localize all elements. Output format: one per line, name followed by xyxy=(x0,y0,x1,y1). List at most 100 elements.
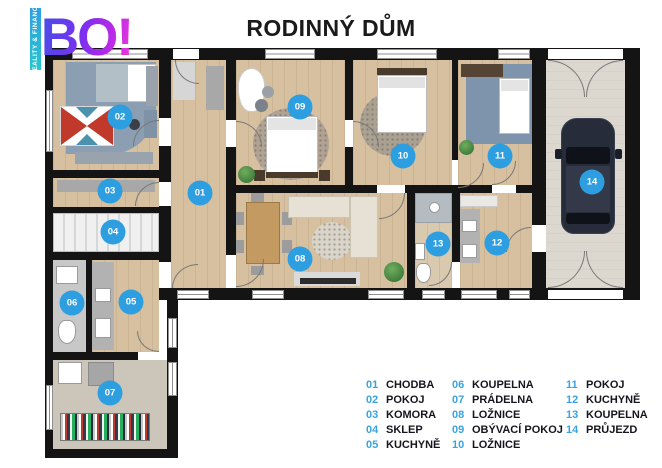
nightstand xyxy=(319,170,330,181)
window xyxy=(72,49,148,59)
room-badge-14: 14 xyxy=(579,169,605,195)
stove xyxy=(95,318,111,338)
drying-rack xyxy=(60,413,150,441)
garage-gate-opening xyxy=(548,290,623,299)
wall xyxy=(159,146,171,182)
round-rug xyxy=(312,222,352,260)
washing-machine xyxy=(58,362,82,384)
window xyxy=(498,49,530,59)
window xyxy=(177,290,209,299)
wall xyxy=(516,185,540,193)
wall xyxy=(53,352,138,360)
room-badge-01: 01 xyxy=(187,180,213,206)
bed-headboard xyxy=(377,68,427,75)
wall xyxy=(345,60,353,120)
sofa xyxy=(288,196,350,218)
room-badge-05: 05 xyxy=(118,289,144,315)
kitchen-cabinets xyxy=(460,195,498,207)
bed-pillows xyxy=(268,118,316,130)
plant xyxy=(459,140,474,155)
room-badge-10: 10 xyxy=(390,143,416,169)
room-badge-11: 11 xyxy=(487,143,513,169)
wall xyxy=(226,60,236,120)
play-mat xyxy=(60,106,114,146)
room-badge-04: 04 xyxy=(100,219,126,245)
window xyxy=(377,49,437,59)
page-title: RODINNÝ DŮM xyxy=(246,15,416,41)
chair xyxy=(282,240,292,253)
dining-table xyxy=(246,202,280,264)
wall xyxy=(236,185,377,193)
car-windshield xyxy=(566,147,610,164)
chair xyxy=(234,240,244,253)
sink xyxy=(56,266,78,284)
wall xyxy=(407,193,415,288)
wall xyxy=(159,206,171,262)
logo-tagline: REALITY & FINANCE xyxy=(31,1,39,77)
car-mirror-left xyxy=(555,149,562,159)
wall xyxy=(86,260,92,352)
dresser xyxy=(75,152,153,164)
room-badge-03: 03 xyxy=(97,178,123,204)
room-04-stairs xyxy=(53,213,159,252)
shower-head xyxy=(429,202,440,213)
wall xyxy=(345,147,353,185)
bed-pillows xyxy=(379,77,425,88)
wall xyxy=(405,185,492,193)
wall xyxy=(53,207,159,213)
sofa-corner xyxy=(350,196,378,258)
sink xyxy=(415,243,425,260)
car-rear-window xyxy=(566,213,610,224)
garage-gate-opening xyxy=(548,49,623,59)
wall xyxy=(452,193,460,262)
kitchen-sink xyxy=(95,288,111,302)
room-badge-07: 07 xyxy=(97,380,123,406)
window xyxy=(46,385,53,430)
armchair xyxy=(255,99,268,112)
teal-triangle-top xyxy=(76,107,98,118)
stove xyxy=(462,244,477,258)
plant xyxy=(384,262,404,282)
wall xyxy=(625,48,640,300)
wall xyxy=(452,60,458,160)
wall xyxy=(53,252,159,260)
wardrobe xyxy=(146,66,158,106)
toilet xyxy=(58,320,76,344)
room-badge-09: 09 xyxy=(287,94,313,120)
wall xyxy=(45,48,53,458)
room-badge-12: 12 xyxy=(484,230,510,256)
bed-pillow xyxy=(501,80,528,91)
wall xyxy=(45,449,178,458)
window xyxy=(368,290,404,299)
window xyxy=(168,362,177,396)
window xyxy=(168,318,177,348)
logo-text: BO! xyxy=(41,8,134,70)
plant xyxy=(238,166,255,183)
hall-closet xyxy=(206,66,224,110)
kitchen-sink xyxy=(462,220,477,232)
bed-blanket xyxy=(96,64,128,102)
entrance-opening xyxy=(173,49,199,59)
wall xyxy=(226,147,236,255)
teal-triangle-bottom xyxy=(76,134,98,145)
wall xyxy=(159,57,171,118)
side-table xyxy=(262,86,274,98)
car-mirror-right xyxy=(615,149,622,159)
window xyxy=(461,290,497,299)
